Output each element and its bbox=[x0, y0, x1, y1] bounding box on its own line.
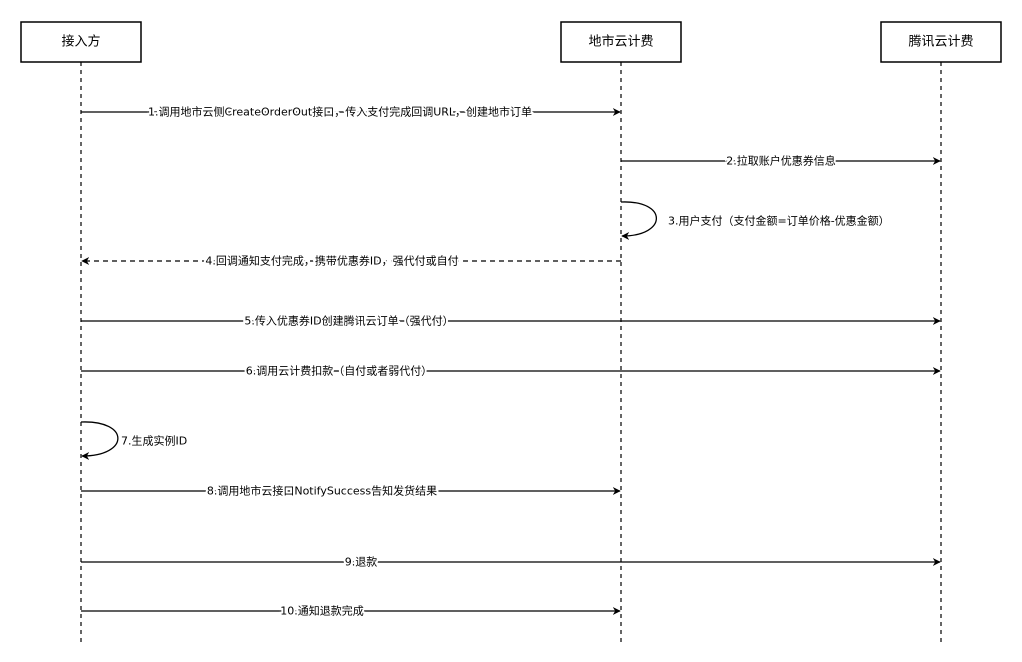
message-5[interactable]: 5.传入优惠券ID创建腾讯云订单（强代付） bbox=[81, 312, 941, 330]
message-label: 4.回调通知支付完成，携带优惠券ID，强代付或自付 bbox=[205, 254, 458, 268]
message-6[interactable]: 6.调用云计费扣款（自付或者弱代付） bbox=[81, 362, 941, 380]
message-label: 10.通知退款完成 bbox=[280, 604, 364, 618]
message-arrow bbox=[80, 421, 119, 460]
participant-label: 腾讯云计费 bbox=[908, 34, 973, 50]
message-label: 9.退款 bbox=[345, 555, 378, 569]
message-label: 5.传入优惠券ID创建腾讯云订单（强代付） bbox=[244, 314, 453, 328]
message-3[interactable]: 3.用户支付（支付金额=订单价格-优惠金额） bbox=[620, 201, 890, 240]
message-9[interactable]: 9.退款 bbox=[81, 553, 941, 571]
message-label: 1.调用地市云侧CreateOrderOut接口，传入支付完成回调URL，创建地… bbox=[148, 105, 532, 119]
message-label: 3.用户支付（支付金额=订单价格-优惠金额） bbox=[668, 214, 890, 228]
participant-access-party[interactable]: 接入方 bbox=[20, 21, 142, 63]
participant-city-cloud-billing[interactable]: 地市云计费 bbox=[560, 21, 682, 63]
message-label: 2.拉取账户优惠券信息 bbox=[726, 154, 836, 168]
message-10[interactable]: 10.通知退款完成 bbox=[81, 602, 621, 620]
message-arrow bbox=[620, 201, 658, 240]
participant-tencent-cloud-billing[interactable]: 腾讯云计费 bbox=[880, 21, 1002, 63]
message-1[interactable]: 1.调用地市云侧CreateOrderOut接口，传入支付完成回调URL，创建地… bbox=[81, 103, 621, 121]
message-label: 6.调用云计费扣款（自付或者弱代付） bbox=[246, 364, 433, 378]
message-2[interactable]: 2.拉取账户优惠券信息 bbox=[621, 152, 941, 170]
message-7[interactable]: 7.生成实例ID bbox=[80, 421, 187, 460]
message-label: 8.调用地市云接口NotifySuccess告知发货结果 bbox=[207, 484, 437, 498]
message-8[interactable]: 8.调用地市云接口NotifySuccess告知发货结果 bbox=[81, 482, 621, 500]
lifelines bbox=[80, 62, 942, 642]
message-label: 7.生成实例ID bbox=[121, 434, 187, 448]
participant-label: 地市云计费 bbox=[588, 34, 653, 50]
participant-label: 接入方 bbox=[61, 34, 100, 50]
message-4[interactable]: 4.回调通知支付完成，携带优惠券ID，强代付或自付 bbox=[81, 252, 621, 270]
